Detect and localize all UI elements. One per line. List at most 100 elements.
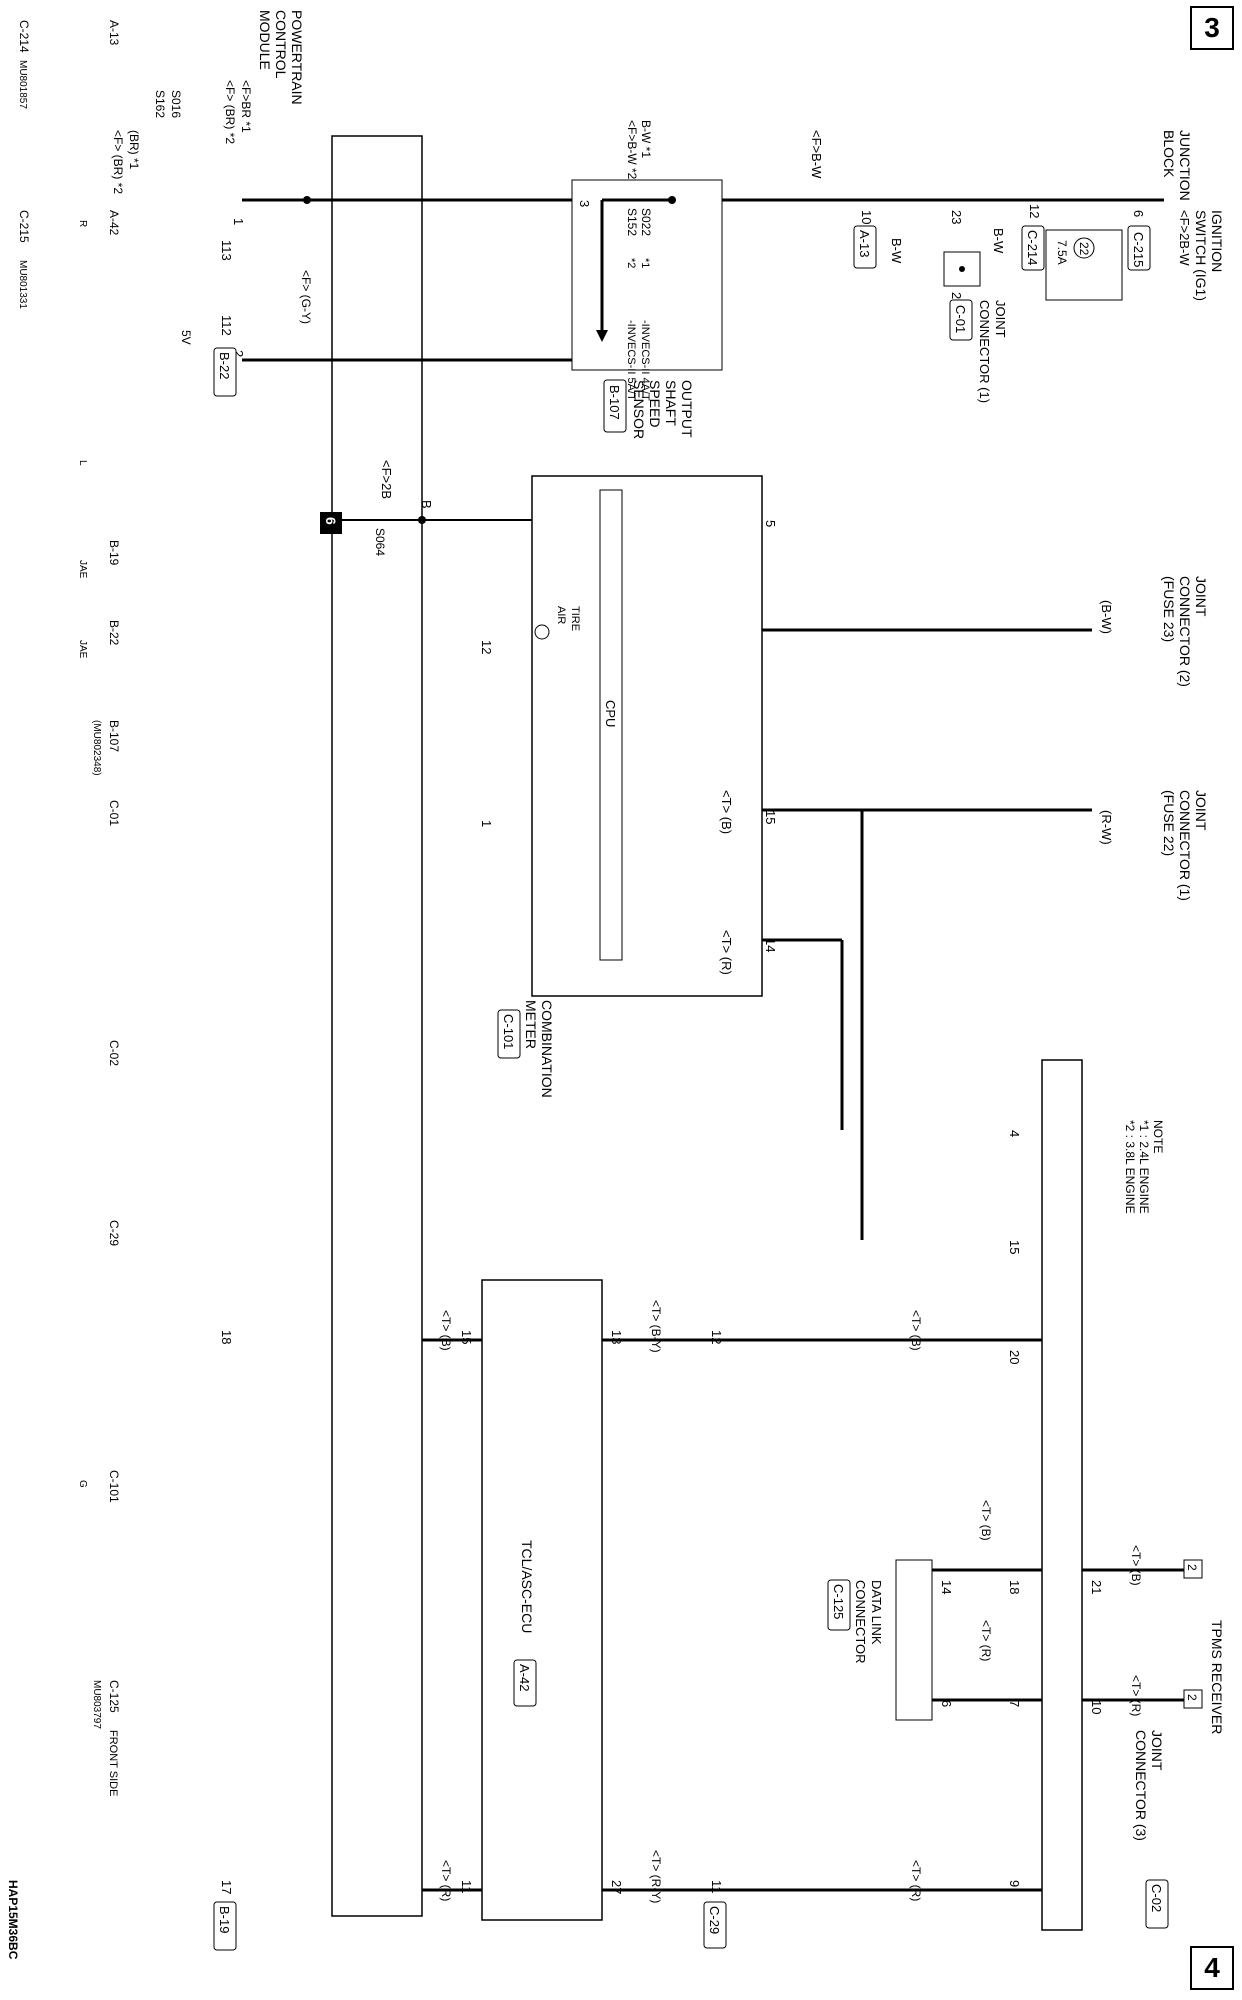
legend-l: L	[77, 460, 88, 466]
tcl-try: <T> (R-Y)	[649, 1850, 663, 1903]
ignition-label-2: SWITCH (IG1)	[1193, 210, 1209, 301]
connector-b22: B-22	[217, 352, 232, 379]
jc2-label-3: (FUSE 23)	[1161, 576, 1177, 642]
wire-fgy: <F> (G-Y)	[299, 270, 313, 324]
splice-star2: *2	[625, 258, 637, 268]
sensor-pin-3: 3	[577, 200, 592, 207]
sensor-label-4: SENSOR	[631, 380, 647, 439]
connector-tag-c01	[949, 299, 973, 341]
tire-label-1: TIRE	[569, 606, 581, 631]
fuse-22-circle	[1073, 237, 1095, 259]
connector-a13: A-13	[857, 230, 872, 257]
connector-tag-c215	[1127, 225, 1151, 271]
wire-rw-paren: (R-W)	[1099, 810, 1114, 845]
splice-s152: S152	[625, 208, 639, 236]
jc2-label-2: CONNECTOR (2)	[1177, 576, 1193, 687]
legend-g: G	[77, 1480, 88, 1488]
pcm-pin-113: 113	[219, 240, 234, 261]
pcm-5v: 5V	[179, 330, 193, 345]
splice-s064-dot	[418, 516, 426, 524]
jc1b-label-1: JOINT	[1193, 790, 1209, 831]
wire-fbr2b: <F> (BR) *2	[223, 80, 237, 144]
junction-block-label-2: BLOCK	[1161, 130, 1177, 178]
dlc-pin-14: 14	[939, 1580, 954, 1594]
meter-pin-5: 5	[763, 520, 778, 527]
legend-c215-part: MU801331	[17, 260, 28, 309]
connector-legend: A-13 C-214 MU801857 A-42 C-215 MU801331 …	[17, 20, 121, 1796]
jc3-pin-20: 20	[1007, 1350, 1022, 1364]
connector-tag-a13	[853, 225, 877, 269]
legend-b22: B-22	[107, 620, 121, 646]
wire-bw-1: B-W	[991, 228, 1006, 254]
speed-sensor-box	[571, 179, 723, 371]
connector-tag-b107	[603, 379, 627, 433]
sensor-pin-1: 1	[231, 218, 246, 225]
splice-s022: S022	[639, 208, 653, 236]
jc3-pin-4: 4	[1007, 1130, 1022, 1137]
pcm-label-1: POWERTRAIN	[289, 10, 305, 105]
legend-a42: A-42	[107, 210, 121, 236]
dlc-label-2: CONNECTOR	[853, 1580, 868, 1664]
wire-b: B	[419, 500, 434, 509]
connector-tag-c214	[1021, 225, 1045, 271]
sheet-number-next: 4	[1190, 1946, 1234, 1990]
meter-pin-12: 12	[479, 640, 494, 654]
jc3-pin-18: 18	[1007, 1580, 1022, 1594]
fuse-rating: 7.5A	[1055, 240, 1069, 265]
ground-number: 6	[323, 517, 339, 525]
connector-tag-c29	[703, 1901, 727, 1949]
joint1-label-2: CONNECTOR (1)	[977, 300, 992, 403]
cpu-box	[599, 489, 623, 961]
jc3-pin-7: 7	[1007, 1700, 1022, 1707]
jc3-pin-9: 9	[1007, 1880, 1022, 1887]
tpms-label: TPMS RECEIVER	[1209, 1620, 1225, 1734]
sensor-label-1: OUTPUT	[679, 380, 695, 438]
sensor-pin-2: 2	[231, 350, 246, 357]
jc3-pin-10: 10	[1089, 1700, 1104, 1714]
can-tr-label: <T> (R)	[719, 930, 734, 975]
wire-fbw: <F>B-W	[809, 130, 824, 179]
tcl-tby: <T> (B-Y)	[649, 1300, 663, 1353]
connector-tag-c02	[1145, 1879, 1169, 1929]
connector-a42: A-42	[517, 1664, 532, 1691]
connector-tag-c125	[827, 1579, 851, 1631]
splice-note-2: -INVECS-II 5A/T	[625, 320, 637, 401]
dlc-tb: <T> (B)	[979, 1500, 993, 1541]
jc3-label-2: CONNECTOR (3)	[1133, 1730, 1149, 1841]
wire-f2b: <F>2B	[379, 460, 394, 499]
legend-c214-part: MU801857	[17, 60, 28, 109]
meter-pin-15: 15	[763, 810, 778, 824]
legend-c29: C-29	[107, 1220, 121, 1246]
dlc-tr: <T> (R)	[979, 1620, 993, 1661]
can-tb-label: <T> (B)	[719, 790, 734, 834]
wire-fbr2: <F> (BR) *2	[111, 130, 125, 194]
fuse-number: 22	[1077, 242, 1091, 256]
splice-s016-dot	[303, 196, 311, 204]
rotated-schematic: NOTE *1 : 2.4L ENGINE *2 : 3.8L ENGINE I…	[111, 10, 1225, 1951]
meter-pin-14: 14	[763, 938, 778, 952]
splice-arrow	[596, 330, 608, 342]
wire-fbw2: <F>B-W *2	[625, 120, 639, 180]
wire-bw-paren: (B-W)	[1099, 600, 1114, 634]
legend-r: R	[77, 220, 88, 227]
connector-c214: C-214	[1025, 230, 1040, 265]
note-title: NOTE	[1151, 1120, 1165, 1153]
doc-code: HAP15M36BC	[6, 1880, 20, 1960]
jc3-pin-15: 15	[1007, 1240, 1022, 1254]
jc3-label-1: JOINT	[1149, 1730, 1165, 1771]
tpms-tr: <T> (R)	[1129, 1675, 1143, 1716]
legend-c125: C-125	[107, 1680, 121, 1713]
tcl-tr-1: <T> (R)	[909, 1860, 923, 1901]
tpms-pin-2: 2	[1185, 1694, 1199, 1701]
legend-b107: B-107	[107, 720, 121, 752]
pcm-label-2: CONTROL	[273, 10, 289, 79]
connector-b107: B-107	[607, 385, 622, 420]
sheet-number-prev: 3	[1190, 6, 1234, 50]
legend-c02: C-02	[107, 1040, 121, 1066]
joint1-pin-a: 23	[949, 210, 964, 224]
connector-c01: C-01	[953, 305, 968, 333]
legend-c01: C-01	[107, 800, 121, 826]
cpu-label: CPU	[603, 700, 618, 727]
joint-dot	[959, 266, 965, 272]
